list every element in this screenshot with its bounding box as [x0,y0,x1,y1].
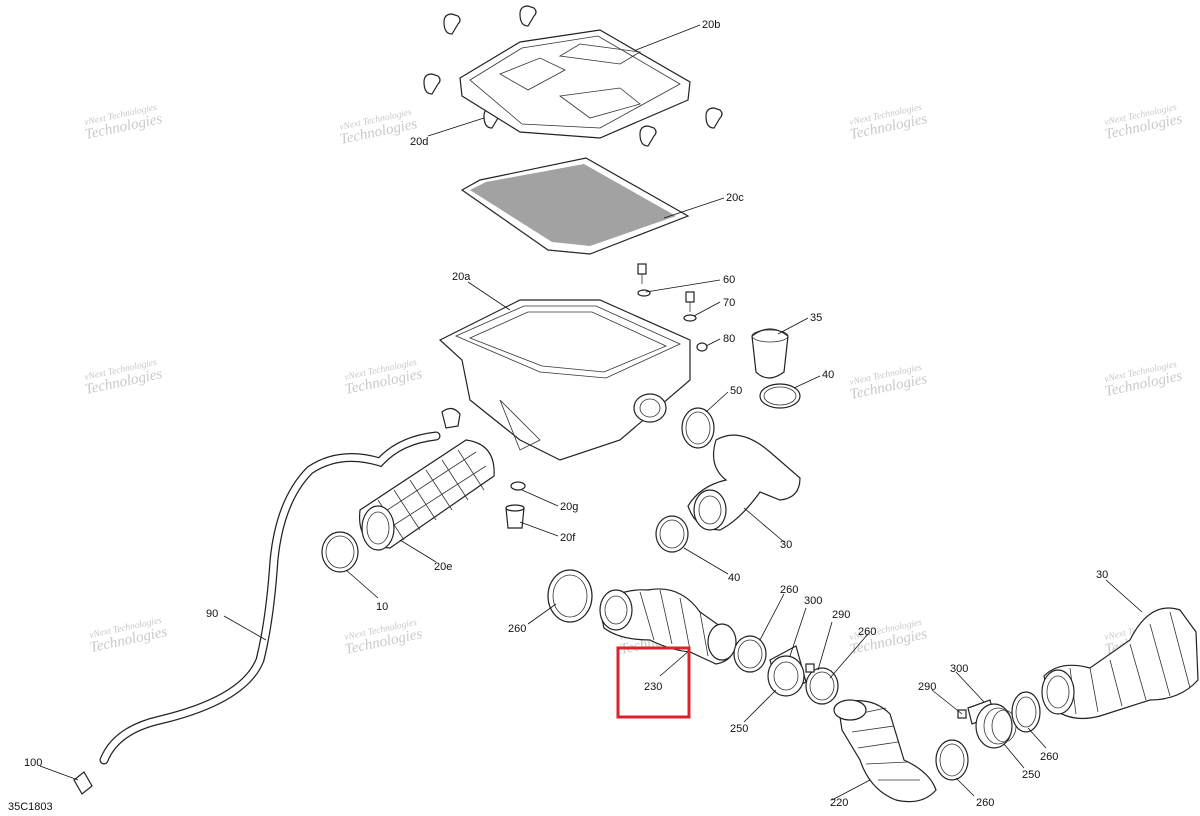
clamp-icon [935,739,969,781]
watermark: vNext Technologies Technologies [848,103,928,143]
callout-label: 50 [730,385,742,397]
lower-duct [833,699,969,803]
watermark: vNext Technologies Technologies [1103,360,1183,400]
callout-label: 290 [832,609,850,621]
washer-icon [683,314,697,322]
callout-label: 30 [780,539,792,551]
t-duct [655,407,801,553]
clip-icon [639,125,657,147]
callout-label: 20c [726,192,744,204]
screw-icon [685,291,695,303]
callout-label: 60 [723,274,735,286]
fasteners [637,263,708,352]
callout-label: 260 [858,626,876,638]
intake-bellows [321,407,495,573]
clamp-icon [805,667,839,705]
clip-icon [423,73,441,95]
watermark: vNext Technologies Technologies [88,616,168,656]
bolt-icon [805,663,815,673]
drain-parts [505,481,526,529]
air-filter [460,157,690,255]
callout-label: 20e [434,561,452,573]
clip-icon [510,481,526,491]
callout-label: 260 [508,623,526,635]
callout-label: 20b [702,19,720,31]
callout-label: 220 [830,797,848,809]
watermark: vNext Technologies Technologies [338,108,418,148]
drain-hose [73,431,441,795]
callout-label: 20g [560,501,578,513]
watermark: vNext Technologies Technologies [343,618,423,658]
callout-label: 20a [452,271,471,283]
callout-label: 250 [730,723,748,735]
callout-label: 300 [804,595,822,607]
callout-label: 20f [560,532,576,544]
clamp-icon [655,515,689,553]
clip-icon [519,5,537,27]
callout-label: 40 [822,369,834,381]
right-duct [1041,607,1199,719]
leader-lines [39,24,1143,801]
clamp-icon [733,635,767,673]
clamp-icon [681,407,715,449]
callout-label: 30 [1096,569,1108,581]
callout-label: 290 [918,681,936,693]
drawing-code: 35C1803 [8,801,53,813]
callout-label: 260 [1040,751,1058,763]
callout-label: 90 [206,608,218,620]
callout-label: 260 [976,797,994,809]
callout-label: 70 [723,297,735,309]
callout-label: 100 [24,757,42,769]
watermark: vNext Technologies Technologies [848,363,928,403]
elbow-duct [547,569,767,673]
airbox-base [438,299,691,461]
callout-label: 10 [376,601,388,613]
callout-label: 20d [410,136,428,148]
clip-icon [705,107,723,129]
callout-label-highlighted: 230 [644,681,662,693]
coupler-set-right [957,691,1041,749]
clamp-icon [547,569,593,623]
clip-icon [443,13,461,35]
callout-label: 80 [723,333,735,345]
callout-label: 250 [1022,769,1040,781]
callout-labels: 20b 20d 20c 20a 60 70 80 35 40 50 20g 20… [24,19,1108,809]
washer-icon [637,289,651,297]
coupler-set-center [767,645,839,705]
highlight-box [616,646,691,719]
callout-label: 260 [780,584,798,596]
cover-clips [423,5,723,147]
screw-icon [637,263,647,275]
breather-cap [751,328,801,409]
hose-clip-icon [73,771,93,795]
callout-label: 300 [950,663,968,675]
clamp-icon [759,383,801,409]
watermark: vNext Technologies Technologies [343,358,423,398]
watermark: vNext Technologies Technologies [83,358,163,398]
watermark: vNext Technologies Technologies [1103,103,1183,143]
clamp-icon [321,531,359,573]
callout-label: 35 [810,312,822,324]
callout-label: 40 [728,572,740,584]
watermark: vNext Technologies Technologies [83,103,163,143]
grommet-icon [696,342,708,352]
airbox-cover [459,29,691,139]
